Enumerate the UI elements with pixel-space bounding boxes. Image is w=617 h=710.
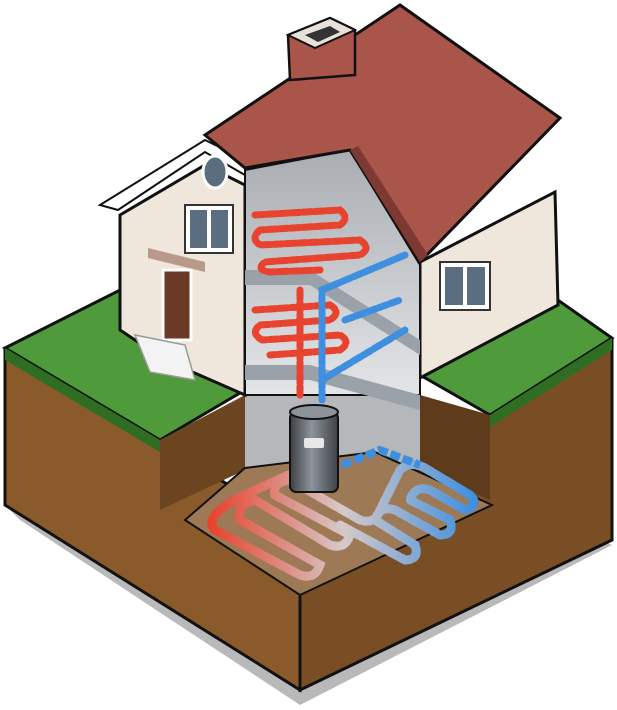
window-pane	[190, 210, 207, 248]
window-pane	[467, 267, 485, 305]
door	[161, 268, 193, 342]
front-steps	[133, 333, 197, 381]
ground-loop-pipes	[207, 460, 479, 581]
pit-left-wall	[160, 395, 245, 510]
chimney	[285, 16, 358, 82]
roof-edge	[350, 146, 428, 262]
window-pane	[211, 210, 228, 248]
ground-shadow	[5, 505, 612, 705]
ground-floor-slab	[245, 365, 420, 410]
grass-right-edge	[490, 338, 612, 427]
round-window	[201, 154, 229, 190]
floor-heating-pipes-lower	[251, 301, 350, 359]
return-pipes	[318, 251, 409, 404]
window-pane	[445, 267, 463, 305]
ground-return-pipe	[328, 445, 422, 474]
heat-pump-display	[304, 438, 324, 448]
grass-left-edge	[5, 348, 160, 452]
door-awning	[148, 248, 205, 272]
heat-pump-unit	[289, 404, 339, 493]
